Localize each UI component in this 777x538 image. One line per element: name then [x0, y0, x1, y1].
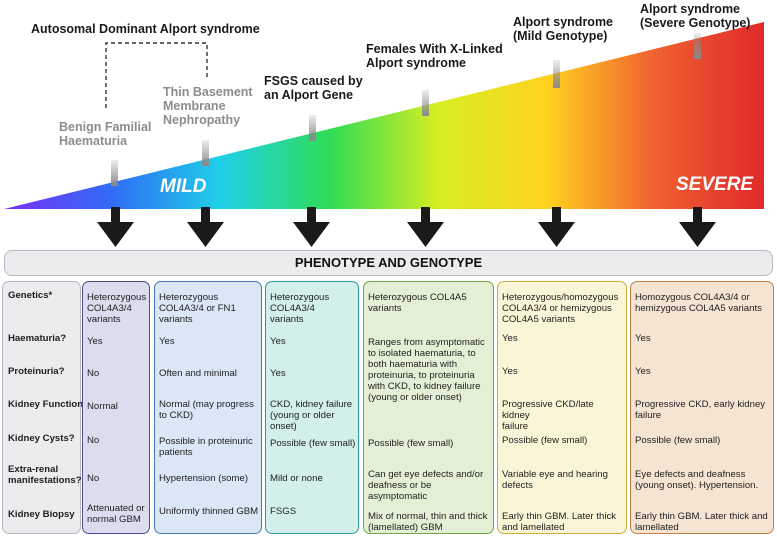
row-label: Genetics*	[8, 290, 53, 301]
column-5-cell: Heterozygous/homozygous COL4A3/4 or hemi…	[502, 292, 619, 325]
condition-benign-familial-haematuria: Benign Familial Haematuria	[59, 120, 152, 148]
row-label: Proteinuria?	[8, 366, 65, 377]
phenotype-genotype-title: PHENOTYPE AND GENOTYPE	[4, 250, 773, 276]
phenotype-column-4	[363, 281, 494, 534]
column-1-cell: Attenuated or normal GBM	[87, 503, 145, 525]
column-2-cell: Normal (may progress to CKD)	[159, 399, 254, 421]
column-1-cell: Yes	[87, 336, 103, 347]
column-3-cell: Heterozygous COL4A3/4 variants	[270, 292, 330, 325]
row-label-column	[2, 281, 81, 534]
phenotype-column-1	[82, 281, 150, 534]
column-1-cell: No	[87, 473, 100, 484]
condition-autosomal-dominant: Autosomal Dominant Alport syndrome	[31, 22, 260, 36]
condition-thin-basement-membrane: Thin Basement Membrane Nephropathy	[163, 85, 253, 127]
arrow-col-6	[679, 207, 716, 247]
column-2-cell: Hypertension (some)	[159, 473, 249, 484]
column-1-cell: Normal	[87, 401, 118, 412]
stem-mild-genotype	[553, 60, 560, 88]
column-2-cell: Yes	[159, 336, 175, 347]
column-1-cell: No	[87, 368, 100, 379]
column-4-cell: Heterozygous COL4A5 variants	[368, 292, 467, 314]
phenotype-column-3	[265, 281, 359, 534]
stem-severe-genotype	[694, 33, 701, 59]
arrow-col-1	[97, 207, 134, 247]
stem-bfh	[111, 160, 118, 186]
column-5-cell: Yes	[502, 333, 518, 344]
column-6-cell: Yes	[635, 366, 651, 377]
column-2-cell: Uniformly thinned GBM	[159, 506, 259, 517]
stem-tbmn	[202, 140, 209, 166]
column-2-cell: Heterozygous COL4A3/4 or FN1 variants	[159, 292, 236, 325]
column-5-cell: Progressive CKD/late kidney failure	[502, 399, 594, 432]
severe-label: SEVERE	[676, 174, 754, 195]
column-6-cell: Progressive CKD, early kidney failure	[635, 399, 766, 421]
column-4-cell: Mix of normal, thin and thick (lamellate…	[368, 511, 488, 533]
row-label: Kidney Cysts?	[8, 433, 75, 444]
row-label: Haematuria?	[8, 333, 67, 344]
stem-fsgs	[309, 115, 316, 141]
condition-alport-severe-genotype: Alport syndrome (Severe Genotype)	[640, 2, 751, 30]
condition-females-x-linked: Females With X-Linked Alport syndrome	[366, 42, 503, 70]
column-1-cell: No	[87, 435, 100, 446]
severity-spectrum-wedge	[4, 22, 764, 209]
condition-alport-mild-genotype: Alport syndrome (Mild Genotype)	[513, 15, 614, 43]
arrow-col-5	[538, 207, 575, 247]
phenotype-column-6	[630, 281, 774, 534]
column-3-cell: Mild or none	[270, 473, 323, 484]
column-4-cell: Ranges from asymptomatic to isolated hae…	[368, 337, 485, 403]
stem-xl-females	[422, 90, 429, 116]
column-2-cell: Often and minimal	[159, 368, 237, 379]
column-5-cell: Possible (few small)	[502, 435, 588, 446]
column-5-cell: Variable eye and hearing defects	[502, 469, 608, 491]
arrow-col-2	[187, 207, 224, 247]
phenotype-column-5	[497, 281, 627, 534]
autosomal-dominant-bracket	[105, 42, 208, 108]
row-label: Kidney Biopsy	[8, 509, 75, 520]
mild-label: MILD	[160, 176, 207, 197]
column-3-cell: CKD, kidney failure (young or older onse…	[270, 399, 353, 432]
column-3-cell: Yes	[270, 336, 286, 347]
column-1-cell: Heterozygous COL4A3/4 variants	[87, 292, 147, 325]
column-6-cell: Yes	[635, 333, 651, 344]
column-6-cell: Possible (few small)	[635, 435, 721, 446]
column-2-cell: Possible in proteinuric patients	[159, 436, 253, 458]
column-3-cell: FSGS	[270, 506, 297, 517]
row-label: Kidney Function	[8, 399, 84, 410]
condition-fsgs-alport-gene: FSGS caused by an Alport Gene	[264, 74, 363, 102]
arrow-col-4	[407, 207, 444, 247]
arrow-col-3	[293, 207, 330, 247]
column-6-cell: Homozygous COL4A3/4 or hemizygous COL4A5…	[635, 292, 762, 314]
column-6-cell: Eye defects and deafness (young onset). …	[635, 469, 759, 491]
column-5-cell: Yes	[502, 366, 518, 377]
column-3-cell: Possible (few small)	[270, 438, 356, 449]
column-4-cell: Possible (few small)	[368, 438, 454, 449]
row-label: Extra-renal manifestations?	[8, 464, 82, 486]
column-5-cell: Early thin GBM. Later thick and lamellat…	[502, 511, 617, 533]
column-4-cell: Can get eye defects and/or deafness or b…	[368, 469, 484, 502]
column-3-cell: Yes	[270, 368, 286, 379]
column-6-cell: Early thin GBM. Later thick and lamellat…	[635, 511, 768, 533]
phenotype-column-2	[154, 281, 262, 534]
